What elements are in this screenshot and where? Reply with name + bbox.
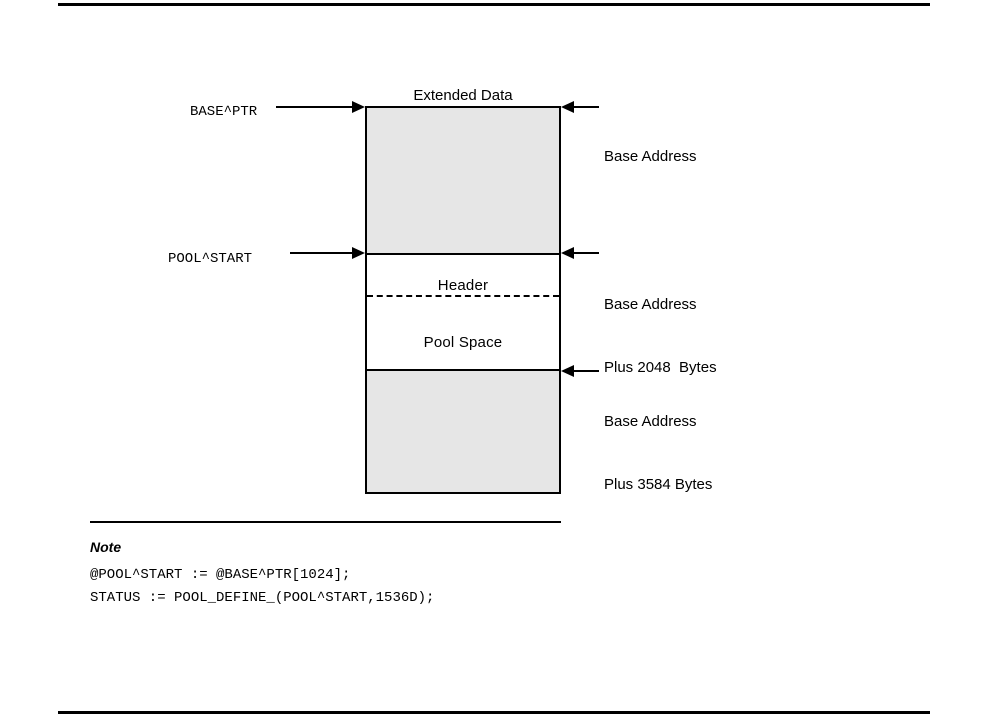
memory-layout-box: Header Pool Space — [365, 106, 561, 494]
note-separator-rule — [90, 521, 561, 523]
base-ptr-leader-line — [276, 106, 353, 108]
base-address-3584-label-line2: Plus 3584 Bytes — [604, 476, 713, 493]
note-code-line-2: STATUS := POOL_DEFINE_(POOL^START,1536D)… — [90, 590, 435, 606]
header-region-label: Header — [437, 277, 489, 294]
base-address-2048-leader-line — [574, 252, 599, 254]
pool-start-label: POOL^START — [168, 251, 253, 267]
base-address-2048-label: Base Address Plus 2048 Bytes — [604, 252, 717, 420]
pool-space-region-label: Pool Space — [423, 334, 503, 351]
base-ptr-label: BASE^PTR — [190, 104, 258, 120]
base-address-arrow-icon — [561, 101, 574, 113]
page-rule-top — [58, 3, 930, 6]
pool-start-arrow-icon — [352, 247, 365, 259]
pool-region: Header Pool Space — [367, 253, 559, 371]
base-address-2048-label-line2: Plus 2048 Bytes — [604, 359, 717, 376]
base-address-3584-leader-line — [574, 370, 599, 372]
base-address-leader-line — [574, 106, 599, 108]
base-ptr-arrow-icon — [352, 101, 365, 113]
note-title: Note — [90, 539, 122, 555]
base-address-label: Base Address — [604, 104, 697, 209]
base-address-3584-label: Base Address Plus 3584 Bytes — [604, 369, 712, 537]
base-address-label-line1: Base Address — [604, 148, 697, 165]
base-address-3584-label-line1: Base Address — [604, 413, 697, 430]
base-address-2048-label-line1: Base Address — [604, 296, 697, 313]
pool-start-leader-line — [290, 252, 353, 254]
base-address-3584-arrow-icon — [561, 365, 574, 377]
box-title: Extended Data — [413, 87, 513, 104]
extended-data-region — [367, 108, 559, 253]
header-pool-dashed-divider — [367, 295, 559, 297]
page-rule-bottom — [58, 711, 930, 714]
remaining-region — [367, 371, 559, 492]
base-address-2048-arrow-icon — [561, 247, 574, 259]
note-code-line-1: @POOL^START := @BASE^PTR[1024]; — [90, 567, 351, 583]
